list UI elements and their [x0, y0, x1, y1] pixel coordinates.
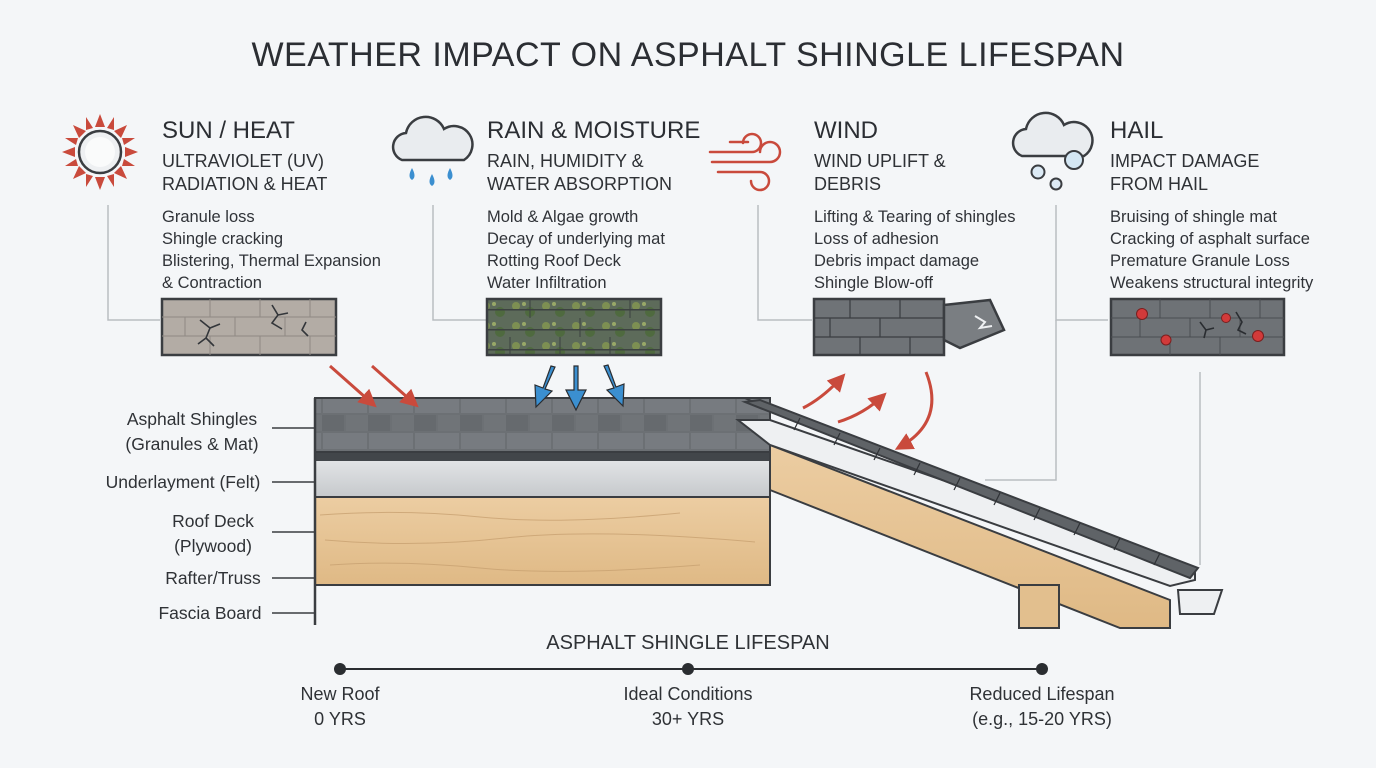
timeline-title: ASPHALT SHINGLE LIFESPAN — [546, 632, 830, 654]
layer-label-rafter: Rafter/Truss — [150, 566, 276, 591]
effect-item: Granule loss — [162, 208, 255, 226]
factor-subtitle-line: WATER ABSORPTION — [487, 174, 673, 194]
roof-slope — [735, 398, 1224, 629]
rain-cloud-icon — [391, 115, 474, 186]
effect-item: Decay of underlying mat — [487, 230, 665, 248]
sun-impact-arrows — [329, 364, 419, 408]
page-title: WEATHER IMPACT ON ASPHALT SHINGLE LIFESP… — [251, 36, 1125, 74]
timeline-label-line: (e.g., 15-20 YRS) — [972, 709, 1112, 729]
factor-heading: SUN / HEAT — [162, 117, 295, 144]
timeline-point-reduced — [1036, 663, 1048, 675]
timeline-label-line: 30+ YRS — [651, 709, 725, 729]
timeline-label-line: 0 YRS — [314, 709, 366, 729]
layer-label-line: Rafter/Truss — [165, 568, 261, 588]
effect-item: Loss of adhesion — [814, 230, 939, 248]
factor-subtitle-line: WIND UPLIFT & — [814, 151, 946, 171]
lifespan-timeline — [334, 663, 1048, 675]
cracked-shingle-swatch — [160, 297, 338, 357]
layer-label-line: Roof Deck — [172, 511, 254, 531]
effect-item: Shingle cracking — [162, 230, 284, 248]
hail-damage-swatch — [1109, 297, 1286, 357]
hail-cloud-icon — [1011, 111, 1094, 191]
factor-subtitle: ULTRAVIOLET (UV) RADIATION & HEAT — [162, 150, 462, 196]
factor-heading: WIND — [814, 117, 878, 144]
effect-item: Blistering, Thermal Expansion — [162, 252, 381, 270]
sun-icon — [62, 114, 138, 190]
effect-item: Lifting & Tearing of shingles — [814, 208, 1016, 226]
factor-subtitle: WIND UPLIFT & DEBRIS — [814, 150, 1114, 196]
layer-label-line: (Granules & Mat) — [125, 434, 259, 454]
timeline-label-ideal: Ideal Conditions 30+ YRS — [588, 682, 788, 732]
timeline-label-reduced: Reduced Lifespan (e.g., 15-20 YRS) — [942, 682, 1142, 732]
layer-label-shingles: Asphalt Shingles (Granules & Mat) — [112, 407, 272, 457]
effect-item: Premature Granule Loss — [1110, 252, 1290, 270]
factor-rain-moisture: RAIN & MOISTURE RAIN, HUMIDITY & WATER A… — [487, 116, 787, 294]
roof-cross-section — [313, 397, 771, 625]
connector-lines — [107, 205, 1201, 565]
layer-label-underlayment: Underlayment (Felt) — [96, 470, 270, 495]
timeline-point-new-roof — [334, 663, 346, 675]
timeline-label-line: New Roof — [300, 684, 380, 704]
effect-item: Debris impact damage — [814, 252, 980, 270]
factor-subtitle: IMPACT DAMAGE FROM HAIL — [1110, 150, 1376, 196]
factor-subtitle-line: DEBRIS — [814, 174, 882, 194]
effects-list: Granule loss Shingle cracking Blistering… — [162, 206, 462, 294]
wind-impact-arrows — [802, 371, 934, 450]
factor-subtitle-line: IMPACT DAMAGE — [1110, 151, 1260, 171]
effects-list: Mold & Algae growth Decay of underlying … — [487, 206, 787, 294]
effect-item: Shingle Blow-off — [814, 274, 933, 292]
lifted-shingle-swatch — [812, 297, 1006, 357]
factor-heading: RAIN & MOISTURE — [487, 117, 701, 144]
layer-leader-lines — [272, 427, 314, 614]
effect-item: Rotting Roof Deck — [487, 252, 621, 270]
effect-item: Weakens structural integrity — [1110, 274, 1314, 292]
layer-label-line: Fascia Board — [158, 603, 262, 623]
layer-label-line: Asphalt Shingles — [126, 409, 258, 429]
factor-subtitle: RAIN, HUMIDITY & WATER ABSORPTION — [487, 150, 787, 196]
effect-item: Bruising of shingle mat — [1110, 208, 1277, 226]
factor-subtitle-line: ULTRAVIOLET (UV) — [162, 151, 325, 171]
timeline-label-new-roof: New Roof 0 YRS — [260, 682, 420, 732]
layer-label-fascia: Fascia Board — [150, 601, 270, 626]
factor-heading: HAIL — [1110, 117, 1164, 144]
effect-item: Cracking of asphalt surface — [1110, 230, 1310, 248]
factor-subtitle-line: RAIN, HUMIDITY & — [487, 151, 644, 171]
factor-subtitle-line: FROM HAIL — [1110, 174, 1209, 194]
timeline-label-line: Ideal Conditions — [623, 684, 753, 704]
factor-wind: WIND WIND UPLIFT & DEBRIS Lifting & Tear… — [814, 116, 1114, 294]
layer-label-line: Underlayment (Felt) — [105, 472, 261, 492]
moss-shingle-swatch — [485, 297, 663, 357]
factor-subtitle-line: RADIATION & HEAT — [162, 174, 328, 194]
effects-list: Bruising of shingle mat Cracking of asph… — [1110, 206, 1376, 294]
timeline-label-line: Reduced Lifespan — [969, 684, 1115, 704]
factor-hail: HAIL IMPACT DAMAGE FROM HAIL Bruising of… — [1110, 116, 1376, 294]
layer-label-line: (Plywood) — [174, 536, 252, 556]
effect-item: Water Infiltration — [487, 274, 607, 292]
factor-sun-heat: SUN / HEAT ULTRAVIOLET (UV) RADIATION & … — [162, 116, 462, 294]
effects-list: Lifting & Tearing of shingles Loss of ad… — [814, 206, 1114, 294]
effect-item: & Contraction — [162, 274, 262, 292]
rain-impact-arrows — [534, 364, 625, 412]
wind-icon — [708, 132, 782, 192]
effect-item: Mold & Algae growth — [487, 208, 639, 226]
timeline-point-ideal — [682, 663, 694, 675]
layer-label-roof-deck: Roof Deck (Plywood) — [150, 509, 276, 559]
